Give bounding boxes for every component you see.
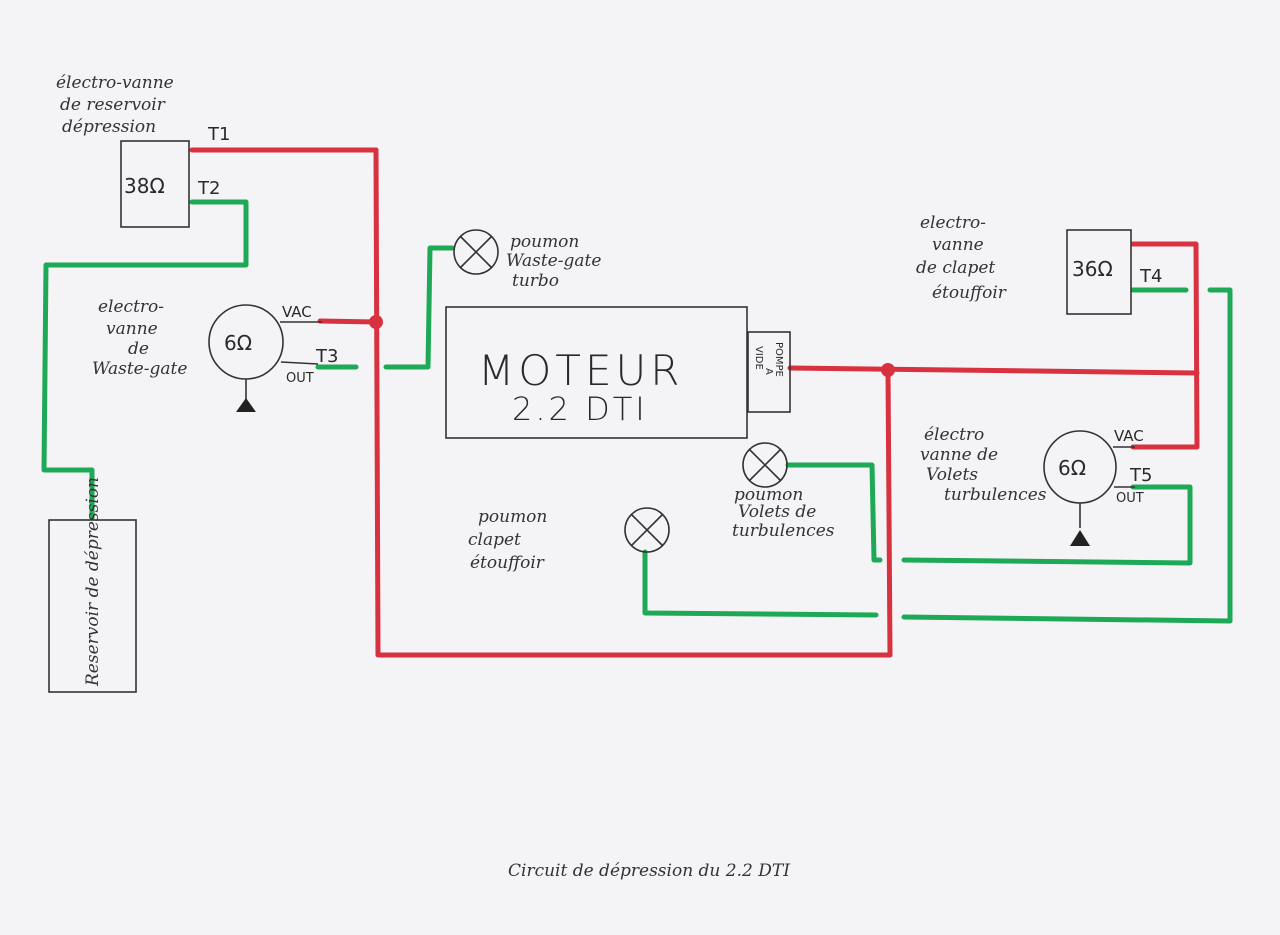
- engine-label-2: 2.2 DTI: [512, 390, 648, 428]
- actuator-line-swirl-lung: [785, 462, 883, 563]
- valve-flap-group: electro- vanne de clapet étouffoir 36Ω T…: [916, 213, 1162, 315]
- actuator-line-wastegate-lung: [383, 245, 455, 370]
- actuator-line-t2-reservoir: [41, 199, 249, 521]
- valve-wastegate-caption-3: de: [128, 339, 149, 359]
- valve-flap-caption-4: étouffoir: [932, 283, 1007, 303]
- actuator-line-flap-return: [901, 287, 1233, 624]
- valve-swirl-caption-1: électro: [924, 425, 984, 445]
- valve-tank-resistance: 38Ω: [124, 174, 165, 198]
- valve-flap-caption-2: vanne: [932, 235, 984, 255]
- engine-box: [445, 306, 748, 439]
- lung-wastegate-cross-icon: [459, 235, 493, 269]
- reservoir-group: Reservoir de dépression: [48, 477, 137, 693]
- valve-wastegate-vac-label: VAC: [282, 303, 312, 321]
- lung-wastegate-symbol: [453, 229, 499, 275]
- lung-flap-symbol: [624, 507, 670, 553]
- terminal-t2: T2: [197, 178, 220, 199]
- lung-swirl-symbol: [742, 442, 788, 488]
- valve-swirl-resistance: 6Ω: [1058, 456, 1086, 480]
- lung-flap-caption-3: étouffoir: [470, 553, 545, 573]
- lung-swirl-group: poumon Volets de turbulences: [732, 442, 835, 541]
- actuator-lines: [41, 199, 1233, 624]
- ground-icon: [1070, 530, 1090, 546]
- lung-wastegate-caption-1: poumon: [510, 232, 579, 252]
- actuator-line-t5: [901, 484, 1193, 566]
- reservoir-box: [48, 519, 137, 693]
- valve-wastegate-caption-1: electro-: [98, 297, 164, 317]
- engine-group: MOTEUR 2.2 DTI POMPE A VIDE: [445, 306, 791, 439]
- lung-swirl-cross-icon: [748, 448, 782, 482]
- valve-swirl-caption-2: vanne de: [920, 445, 998, 465]
- valve-flap-caption-3: de clapet: [916, 258, 995, 278]
- lung-flap-group: poumon clapet étouffoir: [468, 507, 670, 573]
- vacuum-junction-right: [881, 363, 895, 377]
- actuator-line-flap-lung: [642, 549, 879, 618]
- lung-flap-caption-1: poumon: [478, 507, 547, 527]
- valve-tank-caption-1: électro-vanne: [56, 73, 174, 93]
- vacuum-line-main-right: [885, 367, 893, 658]
- valve-wastegate-caption-4: Waste-gate: [92, 359, 187, 379]
- vacuum-pump-label: POMPE A VIDE: [753, 342, 784, 377]
- vacuum-lines: [189, 147, 1200, 658]
- valve-wastegate-resistance: 6Ω: [224, 331, 252, 355]
- engine-label-1: MOTEUR: [478, 346, 683, 395]
- valve-tank-caption-2: de reservoir: [60, 95, 166, 115]
- terminal-t1: T1: [207, 124, 230, 145]
- valve-swirl-caption-3: Volets: [926, 465, 978, 485]
- lung-wastegate-caption-2: Waste-gate: [506, 251, 601, 271]
- terminal-t4: T4: [1139, 266, 1162, 287]
- lung-wastegate-group: poumon Waste-gate turbo: [453, 229, 601, 291]
- lung-swirl-caption-1: poumon: [734, 485, 803, 505]
- lung-flap-cross-icon: [630, 513, 664, 547]
- valve-wastegate-caption-2: vanne: [106, 319, 158, 339]
- valve-swirl-group: électro vanne de Volets turbulences 6Ω V…: [920, 425, 1152, 546]
- valve-flap-box: [1066, 229, 1132, 315]
- valve-swirl-vac-label: VAC: [1114, 427, 1144, 445]
- reservoir-label: Reservoir de dépression: [83, 477, 103, 687]
- vacuum-pump-label-1: POMPE: [773, 342, 784, 377]
- valve-tank-caption-3: dépression: [62, 117, 156, 137]
- valve-swirl-out-label: OUT: [1116, 491, 1144, 506]
- vacuum-pump-label-3: VIDE: [753, 346, 764, 370]
- terminal-t3: T3: [315, 346, 338, 367]
- valve-flap-resistance: 36Ω: [1072, 257, 1113, 281]
- vacuum-pump-box: [747, 331, 791, 413]
- valve-flap-caption-1: electro-: [920, 213, 986, 233]
- valve-tank-box: [120, 140, 190, 228]
- valve-wastegate-group: electro- vanne de Waste-gate 6Ω VAC OUT …: [92, 297, 338, 412]
- vacuum-line-wastegate-vac: [317, 318, 379, 325]
- vacuum-pump-label-2: A: [763, 368, 774, 375]
- valve-wastegate-out-stub: [280, 361, 319, 365]
- lung-flap-caption-2: clapet: [468, 530, 521, 550]
- vacuum-line-pump: [787, 365, 1200, 376]
- vacuum-line-flap-valve: [1130, 241, 1200, 450]
- lung-wastegate-caption-3: turbo: [512, 271, 559, 291]
- lung-swirl-caption-3: turbulences: [732, 521, 835, 541]
- valve-swirl-caption-4: turbulences: [944, 485, 1047, 505]
- ground-icon: [236, 398, 256, 412]
- vacuum-junction-left: [369, 315, 383, 329]
- diagram-title: Circuit de dépression du 2.2 DTI: [508, 861, 790, 881]
- lung-swirl-caption-2: Volets de: [738, 502, 816, 522]
- terminal-t5: T5: [1129, 465, 1152, 486]
- valve-wastegate-out-label: OUT: [286, 371, 314, 386]
- valve-reservoir-group: électro-vanne de reservoir dépression 38…: [56, 73, 230, 228]
